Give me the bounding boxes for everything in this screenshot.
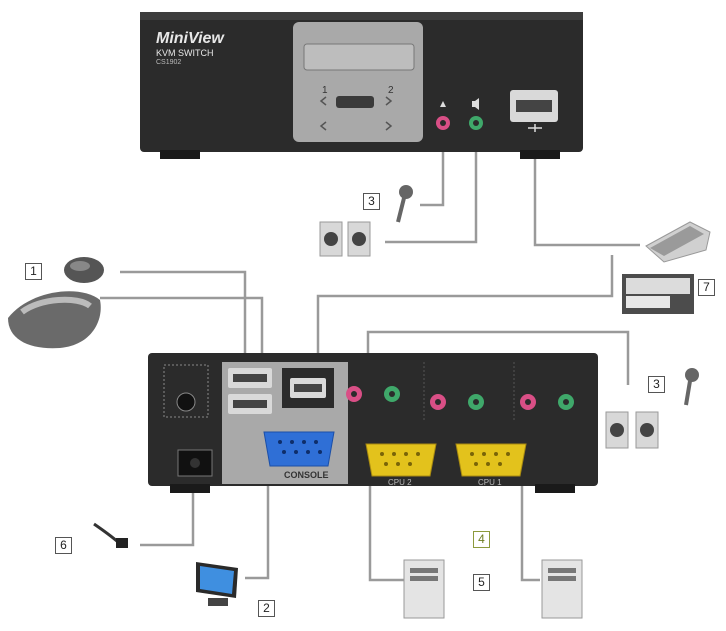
front-brand: MiniView bbox=[156, 30, 224, 48]
scanner-icon bbox=[646, 222, 710, 262]
callout-6: 6 bbox=[55, 537, 72, 554]
computer-tower-cpu2-icon bbox=[404, 560, 444, 618]
front-foot-left bbox=[160, 150, 200, 159]
console-label: CONSOLE bbox=[284, 470, 329, 480]
callout-4: 4 bbox=[473, 531, 490, 548]
computer-tower-cpu1-icon bbox=[542, 560, 582, 618]
monitor-cable bbox=[245, 485, 268, 578]
front-control-panel bbox=[293, 22, 423, 142]
firmware-upgrade-port bbox=[177, 393, 195, 411]
hotkey-button bbox=[304, 44, 414, 70]
mouse-cable bbox=[120, 272, 245, 355]
cpu2-label: CPU 2 bbox=[388, 478, 412, 487]
cpu1-vga-port bbox=[456, 444, 526, 476]
callout-3-top: 3 bbox=[363, 193, 380, 210]
usb-peripheral-cable bbox=[318, 255, 612, 355]
callout-1: 1 bbox=[25, 263, 42, 280]
kvm-rear-unit bbox=[148, 353, 598, 493]
front-subtitle: KVM SWITCH bbox=[156, 48, 214, 58]
front-model: CS1902 bbox=[156, 59, 181, 66]
keyboard-cable bbox=[100, 298, 262, 355]
microphone-icon-right bbox=[685, 368, 699, 405]
cpu1-cable bbox=[522, 485, 540, 580]
front-port-2: 2 bbox=[388, 85, 394, 96]
cpu2-vga-port bbox=[366, 444, 436, 476]
power-cord-icon bbox=[94, 524, 128, 548]
console-vga-port bbox=[264, 432, 334, 466]
printer-icon bbox=[622, 274, 694, 314]
port-selector-switch bbox=[336, 96, 374, 108]
callout-7: 7 bbox=[698, 279, 715, 296]
speakers-icon-right bbox=[606, 412, 658, 448]
microphone-icon-top bbox=[398, 185, 413, 222]
cpu2-cable bbox=[370, 485, 405, 580]
callout-5: 5 bbox=[473, 574, 490, 591]
cpu1-label: CPU 1 bbox=[478, 478, 502, 487]
callout-3-right: 3 bbox=[648, 376, 665, 393]
front-usb-cable bbox=[535, 145, 640, 245]
monitor-icon bbox=[196, 562, 238, 606]
callout-2: 2 bbox=[258, 600, 275, 617]
front-foot-right bbox=[520, 150, 560, 159]
front-port-1: 1 bbox=[322, 85, 328, 96]
speakers-icon-top bbox=[320, 222, 370, 256]
